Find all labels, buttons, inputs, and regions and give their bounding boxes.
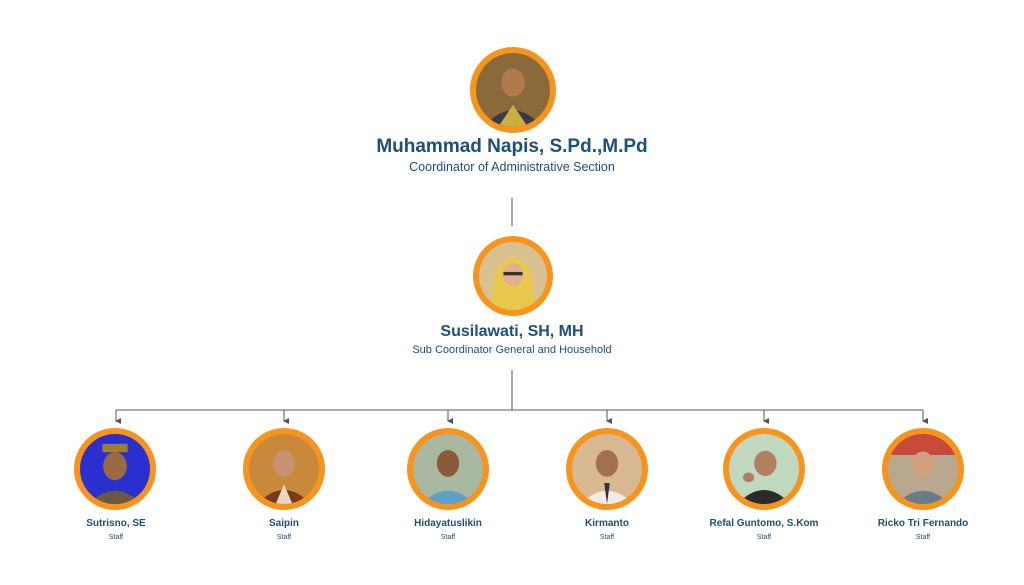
staff-photo (888, 434, 958, 504)
staff-name: Ricko Tri Fernando (877, 518, 969, 529)
staff-name: Refal Guntomo, S.Kom (709, 518, 819, 529)
staff-photo (572, 434, 642, 504)
staff-role: Staff (276, 534, 292, 541)
head-photo (476, 53, 550, 127)
staff-role: Staff (599, 534, 615, 541)
staff-avatar (723, 428, 805, 510)
head-role: Coordinator of Administrative Section (409, 160, 615, 174)
sub-role: Sub Coordinator General and Household (412, 344, 612, 356)
staff-avatar (407, 428, 489, 510)
staff-photo (249, 434, 319, 504)
staff-photo (729, 434, 799, 504)
staff-avatar (74, 428, 156, 510)
staff-name: Saipin (268, 518, 299, 529)
staff-avatar (566, 428, 648, 510)
staff-avatar (243, 428, 325, 510)
staff-name: Hidayatuslikin (414, 518, 482, 529)
staff-name: Kirmanto (585, 518, 629, 529)
sub-name: Susilawati, SH, MH (440, 323, 584, 340)
head-name: Muhammad Napis, S.Pd.,M.Pd (376, 136, 648, 157)
staff-role: Staff (756, 534, 772, 541)
staff-role: Staff (915, 534, 931, 541)
staff-role: Staff (108, 534, 124, 541)
sub-avatar (473, 236, 553, 316)
staff-avatar (882, 428, 964, 510)
staff-photo (413, 434, 483, 504)
sub-photo (479, 242, 547, 310)
staff-photo (80, 434, 150, 504)
staff-role: Staff (440, 534, 456, 541)
staff-name: Sutrisno, SE (86, 518, 146, 529)
head-avatar (470, 47, 556, 133)
